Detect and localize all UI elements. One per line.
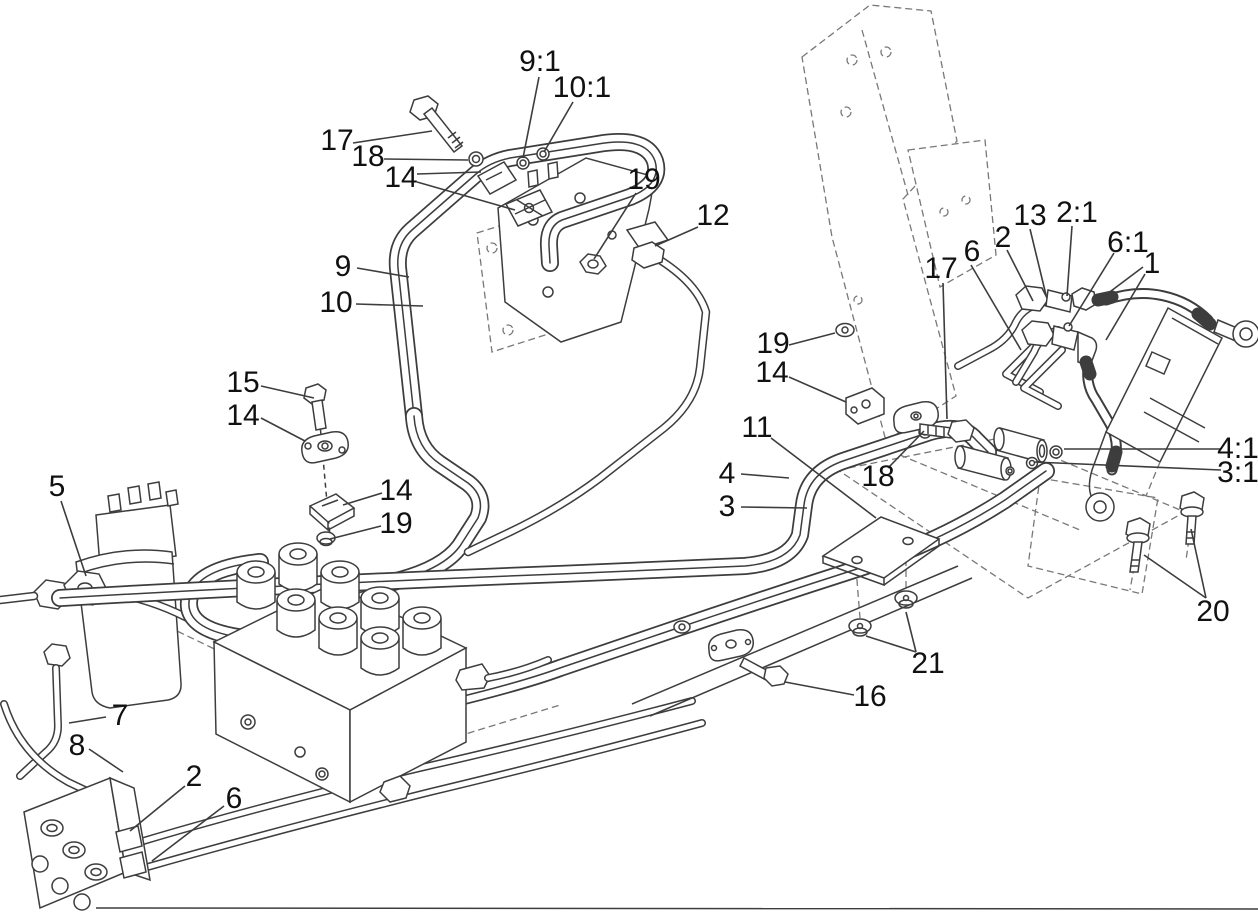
frame-border-line <box>95 907 1258 910</box>
hardware-shapes <box>301 95 1258 687</box>
leader-lines <box>60 76 1222 862</box>
foreground-components <box>23 516 973 911</box>
